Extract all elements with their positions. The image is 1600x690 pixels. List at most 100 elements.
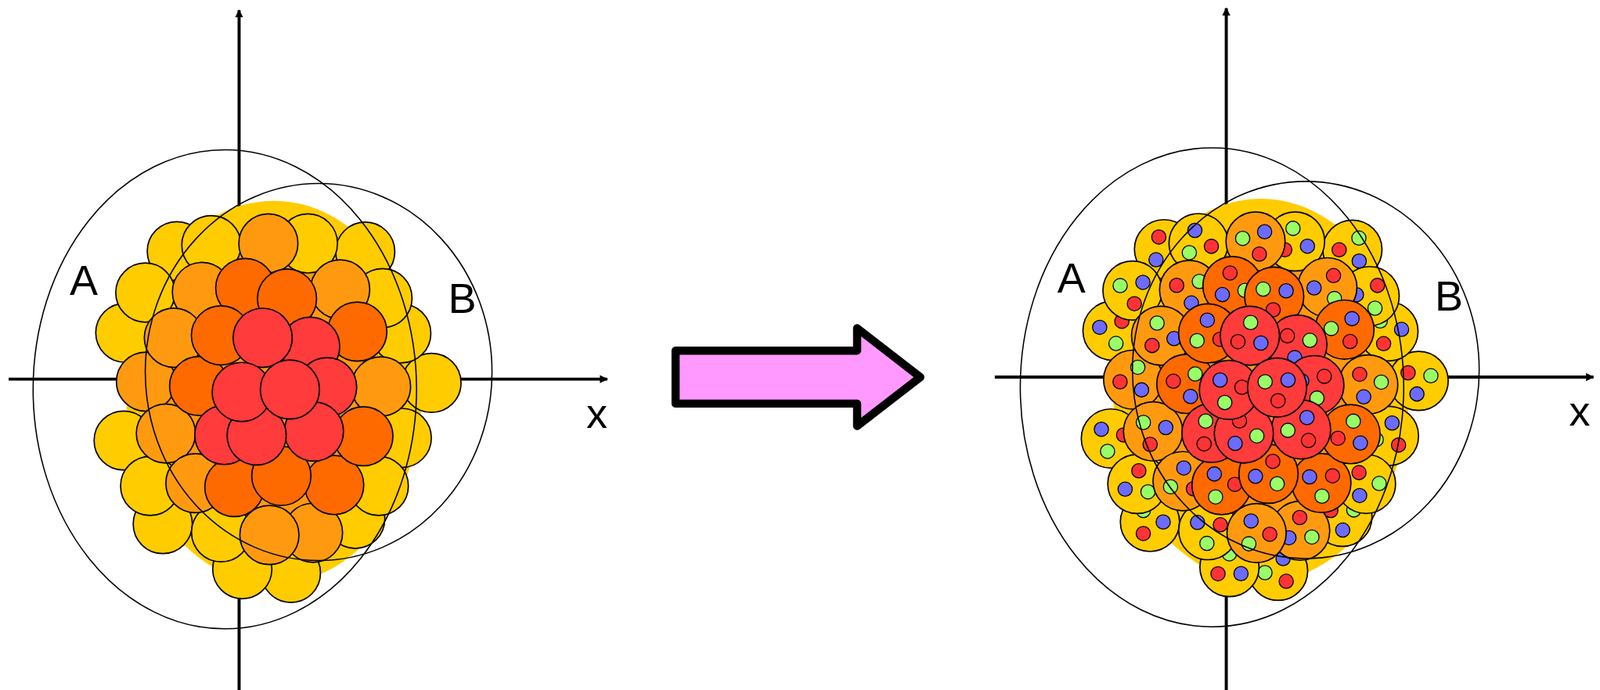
- quark: [1092, 320, 1107, 335]
- quark: [1286, 221, 1301, 236]
- quark: [1271, 393, 1286, 408]
- quark: [1243, 514, 1258, 529]
- quark: [1315, 489, 1330, 504]
- axis-label: x: [586, 392, 608, 435]
- quark: [1189, 333, 1204, 348]
- quark: [1196, 436, 1211, 451]
- quark: [1373, 374, 1388, 390]
- quark: [1200, 313, 1215, 328]
- quark: [1325, 468, 1340, 483]
- quark: [1307, 281, 1322, 296]
- quark: [1134, 382, 1149, 397]
- quark: [1317, 369, 1332, 384]
- quark: [1131, 464, 1146, 479]
- quark: [1176, 461, 1191, 476]
- quark: [1243, 315, 1258, 330]
- quark: [1230, 335, 1245, 350]
- quark: [1250, 428, 1265, 444]
- quark: [1188, 367, 1203, 382]
- quark: [1301, 433, 1316, 448]
- quark: [1367, 301, 1382, 316]
- quark: [1233, 566, 1248, 581]
- quark: [1214, 287, 1229, 302]
- ellipse-outlines: [32, 147, 1479, 630]
- quark: [1117, 482, 1132, 497]
- quark: [1372, 476, 1387, 491]
- quark: [1353, 436, 1368, 451]
- quark: [1210, 566, 1226, 581]
- nucleus-blob: [1113, 198, 1410, 583]
- quark: [1183, 389, 1198, 404]
- nucleon: [1247, 358, 1308, 419]
- quark: [1280, 423, 1295, 438]
- quark: [1352, 488, 1367, 503]
- quark: [1248, 469, 1263, 484]
- quark: [1252, 247, 1267, 262]
- nucleon: [1226, 504, 1287, 564]
- axes: [8, 10, 608, 690]
- nucleon: [233, 308, 293, 368]
- quark: [1241, 536, 1256, 552]
- region-label: A: [69, 259, 98, 302]
- quark: [1265, 454, 1280, 469]
- region-label: B: [1434, 274, 1464, 318]
- quark: [1135, 275, 1150, 290]
- nucleon: [1220, 306, 1280, 366]
- nucleon: [260, 360, 321, 420]
- quark: [1208, 490, 1223, 505]
- quark: [1257, 565, 1273, 581]
- quark: [1235, 231, 1250, 246]
- quark: [1254, 335, 1269, 350]
- quark: [1279, 284, 1294, 299]
- quark: [1149, 252, 1164, 267]
- quark: [1302, 333, 1317, 348]
- quark: [1376, 336, 1391, 351]
- quark: [1113, 278, 1128, 293]
- quark: [1335, 522, 1350, 537]
- quark: [1228, 436, 1243, 451]
- quark: [1343, 334, 1358, 349]
- quark: [1257, 374, 1273, 390]
- quark: [1135, 526, 1150, 541]
- quark: [1351, 465, 1366, 480]
- quark: [1300, 239, 1315, 254]
- quark: [1384, 416, 1399, 431]
- quark: [1351, 254, 1366, 269]
- quark: [1324, 321, 1339, 336]
- quark: [1352, 367, 1367, 382]
- quark: [1181, 245, 1197, 260]
- quark: [1207, 467, 1222, 482]
- quark: [1109, 336, 1124, 351]
- axes: [994, 7, 1594, 690]
- quark: [1113, 374, 1128, 390]
- quark: [1356, 389, 1371, 404]
- quark: [1257, 224, 1272, 239]
- nucleus-blob: [126, 201, 422, 585]
- region-label: A: [1057, 256, 1086, 300]
- quark: [1158, 420, 1173, 435]
- quark: [1423, 368, 1438, 383]
- quark: [1203, 239, 1219, 254]
- nucleon: [239, 505, 300, 566]
- quark: [1094, 422, 1109, 437]
- quark: [1256, 281, 1271, 296]
- axis-label: x: [1568, 389, 1590, 433]
- transition-arrow: [675, 328, 921, 427]
- quark: [1100, 444, 1115, 459]
- quark: [1262, 527, 1277, 542]
- quark: [1213, 518, 1228, 533]
- quark: [1166, 374, 1181, 389]
- quark: [1156, 515, 1171, 530]
- quark: [1218, 395, 1233, 410]
- quark: [1300, 410, 1315, 426]
- nucleus-quarks: [1081, 198, 1449, 601]
- region-label: B: [448, 277, 477, 320]
- quark: [1169, 278, 1184, 293]
- quark: [1200, 536, 1215, 551]
- nucleus: [93, 201, 462, 603]
- quark: [1127, 296, 1142, 311]
- quark: [1344, 311, 1359, 326]
- quark: [1213, 373, 1228, 388]
